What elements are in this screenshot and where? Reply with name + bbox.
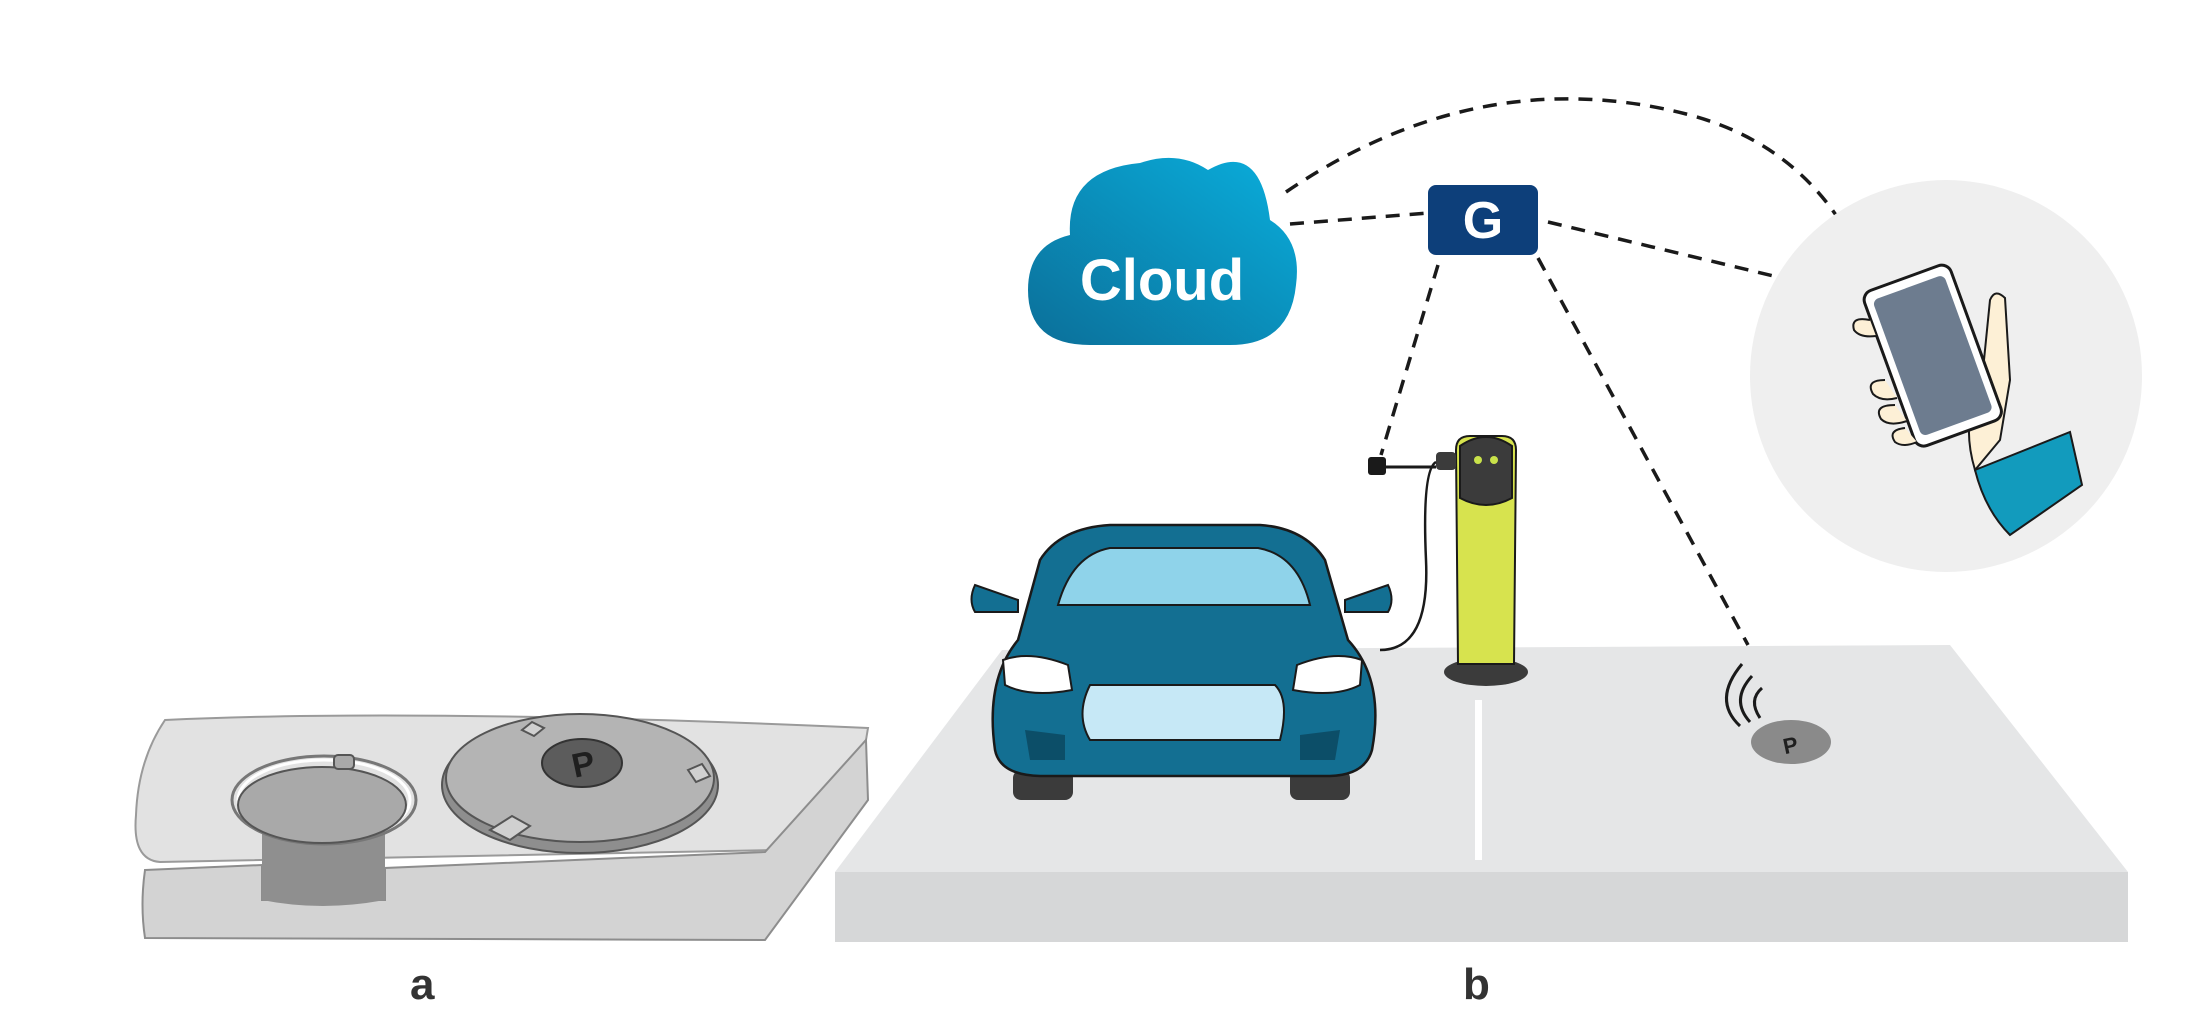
smartphone-in-hand [1750,180,2142,572]
car-wheel-left [1013,770,1073,800]
link-cloud-phone [1285,97,1872,281]
car-headlight-right [1291,655,1364,694]
phone-device [1862,263,2003,448]
charger-head [1459,436,1513,506]
car-grille [1081,684,1285,741]
parking-sensor-glyph: P [1781,732,1801,760]
connection-lines [1285,97,1872,646]
link-gateway-sensor [1536,257,1750,646]
charger-led-2 [1490,456,1498,464]
car-headlight-left [1001,655,1074,694]
sensor-notch-left [487,814,532,842]
panel-a-sensor-installation: P [134,713,870,942]
parking-line [1475,700,1482,860]
charger-led-1 [1474,456,1482,464]
electric-car [970,523,1393,800]
charger-holster [1436,452,1456,470]
link-gateway-charger [1379,264,1440,456]
car-wheel-right [1290,770,1350,800]
parking-sensor-disc [1751,720,1831,764]
parking-ground-front [835,872,2128,942]
sensor-notch-right [686,762,712,784]
link-cloud-gateway [1289,211,1429,226]
panel-label-a: a [410,960,435,1009]
car-vent-left [1025,730,1065,760]
car-windshield [1056,547,1312,606]
cloud-node: Cloud [1028,157,1297,345]
cloud-label: Cloud [1080,248,1244,313]
gateway-box [1428,185,1538,255]
parking-sensor: P [1725,663,1831,764]
car-mirror-right [1344,583,1393,613]
panel-label-b: b [1463,960,1490,1009]
sensor-cap-tab [333,754,355,770]
gateway-label: G [1463,192,1503,250]
drilled-hole [262,830,385,906]
sensor-notch-top [520,720,546,738]
panel-b-connected-parking: Cloud G [835,97,2142,942]
sensor-cap [237,766,407,844]
charging-cable [1379,460,1437,652]
car-mirror-left [970,583,1019,613]
ev-charger [1368,435,1528,686]
charger-gateway-node [1368,457,1386,475]
link-gateway-phone [1547,220,1854,297]
phone-screen [1873,276,1992,436]
wireless-signal-icon [1725,663,1764,728]
cloud-shape [1028,157,1297,345]
fingers [1852,318,1918,446]
sensor-p-badge [541,738,623,788]
gateway-node: G [1428,185,1538,255]
hole-rim [230,754,418,846]
sleeve [1973,430,2084,537]
car-vent-right [1300,730,1340,760]
